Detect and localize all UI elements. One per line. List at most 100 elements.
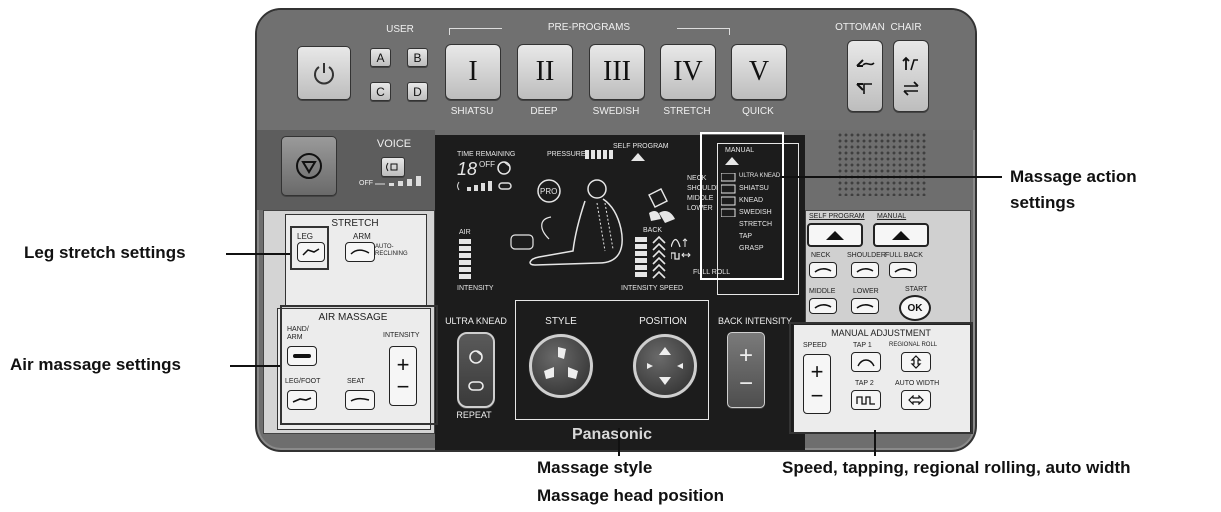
self-program-button[interactable] bbox=[807, 223, 863, 247]
area-shoulder: SHOULDER bbox=[687, 185, 717, 192]
ultra-knead-icon bbox=[469, 350, 483, 364]
hand-arm-label: HAND/ ARM bbox=[287, 326, 309, 341]
regional-roll-button[interactable] bbox=[901, 352, 931, 372]
svg-text:PRO: PRO bbox=[540, 187, 557, 196]
auto-width-label: AUTO WIDTH bbox=[895, 380, 940, 387]
user-c-button[interactable]: C bbox=[370, 82, 391, 101]
seat-icon bbox=[350, 397, 370, 402]
leg-foot-icon bbox=[292, 397, 312, 403]
tap1-wave-icon bbox=[857, 359, 875, 367]
action-swedish: SWEDISH bbox=[739, 209, 772, 216]
voice-button[interactable] bbox=[381, 157, 405, 177]
time-remaining-value: 18 bbox=[457, 159, 478, 179]
regional-roll-icon bbox=[910, 355, 922, 369]
position-dial[interactable] bbox=[633, 334, 697, 398]
pressure-level-indicator bbox=[585, 150, 613, 159]
leg-stretch-icon bbox=[302, 248, 320, 256]
shoulder-area-button[interactable] bbox=[851, 262, 879, 278]
ultra-knead-repeat-button[interactable] bbox=[457, 332, 495, 408]
air-massage-title: AIR MASSAGE bbox=[318, 312, 388, 323]
hand-arm-button[interactable] bbox=[287, 346, 317, 366]
speed-tapping-callout: Speed, tapping, regional rolling, auto w… bbox=[782, 458, 1131, 477]
stop-icon bbox=[296, 153, 322, 179]
intensity-speed-label: INTENSITY SPEED bbox=[621, 285, 684, 292]
leg-foot-button[interactable] bbox=[287, 390, 317, 410]
pre-programs-bracket-right bbox=[677, 28, 730, 35]
tap1-button[interactable] bbox=[851, 352, 881, 372]
speed-stepper[interactable]: + − bbox=[803, 354, 831, 414]
power-icon bbox=[314, 63, 334, 85]
arm-stretch-button[interactable] bbox=[345, 242, 375, 262]
leg-stretch-label: LEG bbox=[297, 232, 314, 241]
power-button[interactable] bbox=[297, 46, 351, 100]
manual-up-icon bbox=[892, 230, 910, 240]
program-iii-button[interactable]: III bbox=[589, 44, 645, 100]
program-iv-label: STRETCH bbox=[663, 106, 711, 117]
middle-area-button[interactable] bbox=[809, 298, 837, 314]
time-off-label: OFF bbox=[479, 160, 495, 169]
style-dial[interactable] bbox=[529, 334, 593, 398]
ottoman-up-icon bbox=[856, 59, 875, 67]
ultra-knead-display-icon bbox=[497, 161, 511, 175]
ok-start-button[interactable]: OK bbox=[899, 295, 931, 321]
air-intensity-label: INTENSITY bbox=[383, 332, 420, 339]
speed-label: SPEED bbox=[803, 342, 827, 349]
arm-stretch-icon bbox=[350, 249, 370, 255]
control-panel: USER A B C D PRE-PROGRAMS I SHIATSU II D… bbox=[255, 8, 977, 452]
user-b-button[interactable]: B bbox=[407, 48, 428, 67]
middle-area-icon bbox=[814, 304, 832, 309]
chair-up-icon bbox=[902, 56, 918, 71]
back-intensity-stepper[interactable]: + − bbox=[727, 332, 765, 408]
ottoman-label: OTTOMAN bbox=[835, 22, 885, 33]
massage-head-position-callout: Massage head position bbox=[537, 486, 725, 505]
user-label: USER bbox=[386, 24, 414, 35]
manual-button[interactable] bbox=[873, 223, 929, 247]
chair-recline-button[interactable] bbox=[893, 40, 929, 112]
hand-arm-icon bbox=[293, 354, 311, 358]
self-program-up-icon bbox=[826, 230, 844, 240]
user-d-button[interactable]: D bbox=[407, 82, 428, 101]
user-a-button[interactable]: A bbox=[370, 48, 391, 67]
pressure-label: PRESSURE bbox=[547, 151, 586, 158]
chair-label: CHAIR bbox=[890, 22, 922, 33]
ottoman-down-icon bbox=[856, 83, 872, 94]
full-roll-label: FULL ROLL bbox=[693, 269, 731, 276]
manual-adjustment-title: MANUAL ADJUSTMENT bbox=[831, 328, 931, 338]
voice-level-indicator bbox=[375, 176, 421, 186]
ottoman-adjust-button[interactable] bbox=[847, 40, 883, 112]
back-intensity-bars bbox=[635, 237, 647, 277]
lower-area-icon bbox=[856, 304, 874, 309]
auto-width-button[interactable] bbox=[901, 390, 931, 410]
speaker-grille bbox=[837, 132, 927, 196]
air-leader-line bbox=[230, 365, 280, 367]
program-ii-button[interactable]: II bbox=[517, 44, 573, 100]
massage-action-callout: Massage action settings bbox=[1010, 167, 1137, 212]
air-intensity-bars bbox=[459, 239, 471, 279]
lower-area-button[interactable] bbox=[851, 298, 879, 314]
seat-button[interactable] bbox=[345, 390, 375, 410]
program-v-button[interactable]: V bbox=[731, 44, 787, 100]
program-i-button[interactable]: I bbox=[445, 44, 501, 100]
tap2-label: TAP 2 bbox=[855, 380, 874, 387]
full-back-area-button[interactable] bbox=[889, 262, 917, 278]
leg-stretch-highlight bbox=[290, 226, 329, 270]
leg-stretch-button[interactable] bbox=[297, 242, 325, 262]
repeat-icon bbox=[468, 381, 484, 391]
back-intensity-label: BACK INTENSITY bbox=[717, 316, 792, 326]
voice-display-icon bbox=[457, 181, 492, 191]
neck-area-button[interactable] bbox=[809, 262, 837, 278]
action-knead: KNEAD bbox=[739, 197, 764, 204]
massage-action-highlight bbox=[700, 132, 784, 280]
seat-label: SEAT bbox=[347, 378, 365, 385]
action-ultra-knead: ULTRA KNEAD bbox=[739, 173, 781, 179]
pre-programs-bracket-left bbox=[449, 28, 502, 35]
leg-stretch-callout: Leg stretch settings bbox=[24, 243, 186, 262]
program-iv-button[interactable]: IV bbox=[660, 44, 716, 100]
tap1-label: TAP 1 bbox=[853, 342, 872, 349]
air-massage-highlight bbox=[280, 305, 438, 425]
air-intensity-stepper[interactable]: + − bbox=[389, 346, 417, 406]
voice-icon bbox=[386, 162, 398, 172]
tap2-button[interactable] bbox=[851, 390, 881, 410]
speed-minus-icon: − bbox=[810, 383, 824, 408]
stop-button[interactable] bbox=[281, 136, 337, 196]
